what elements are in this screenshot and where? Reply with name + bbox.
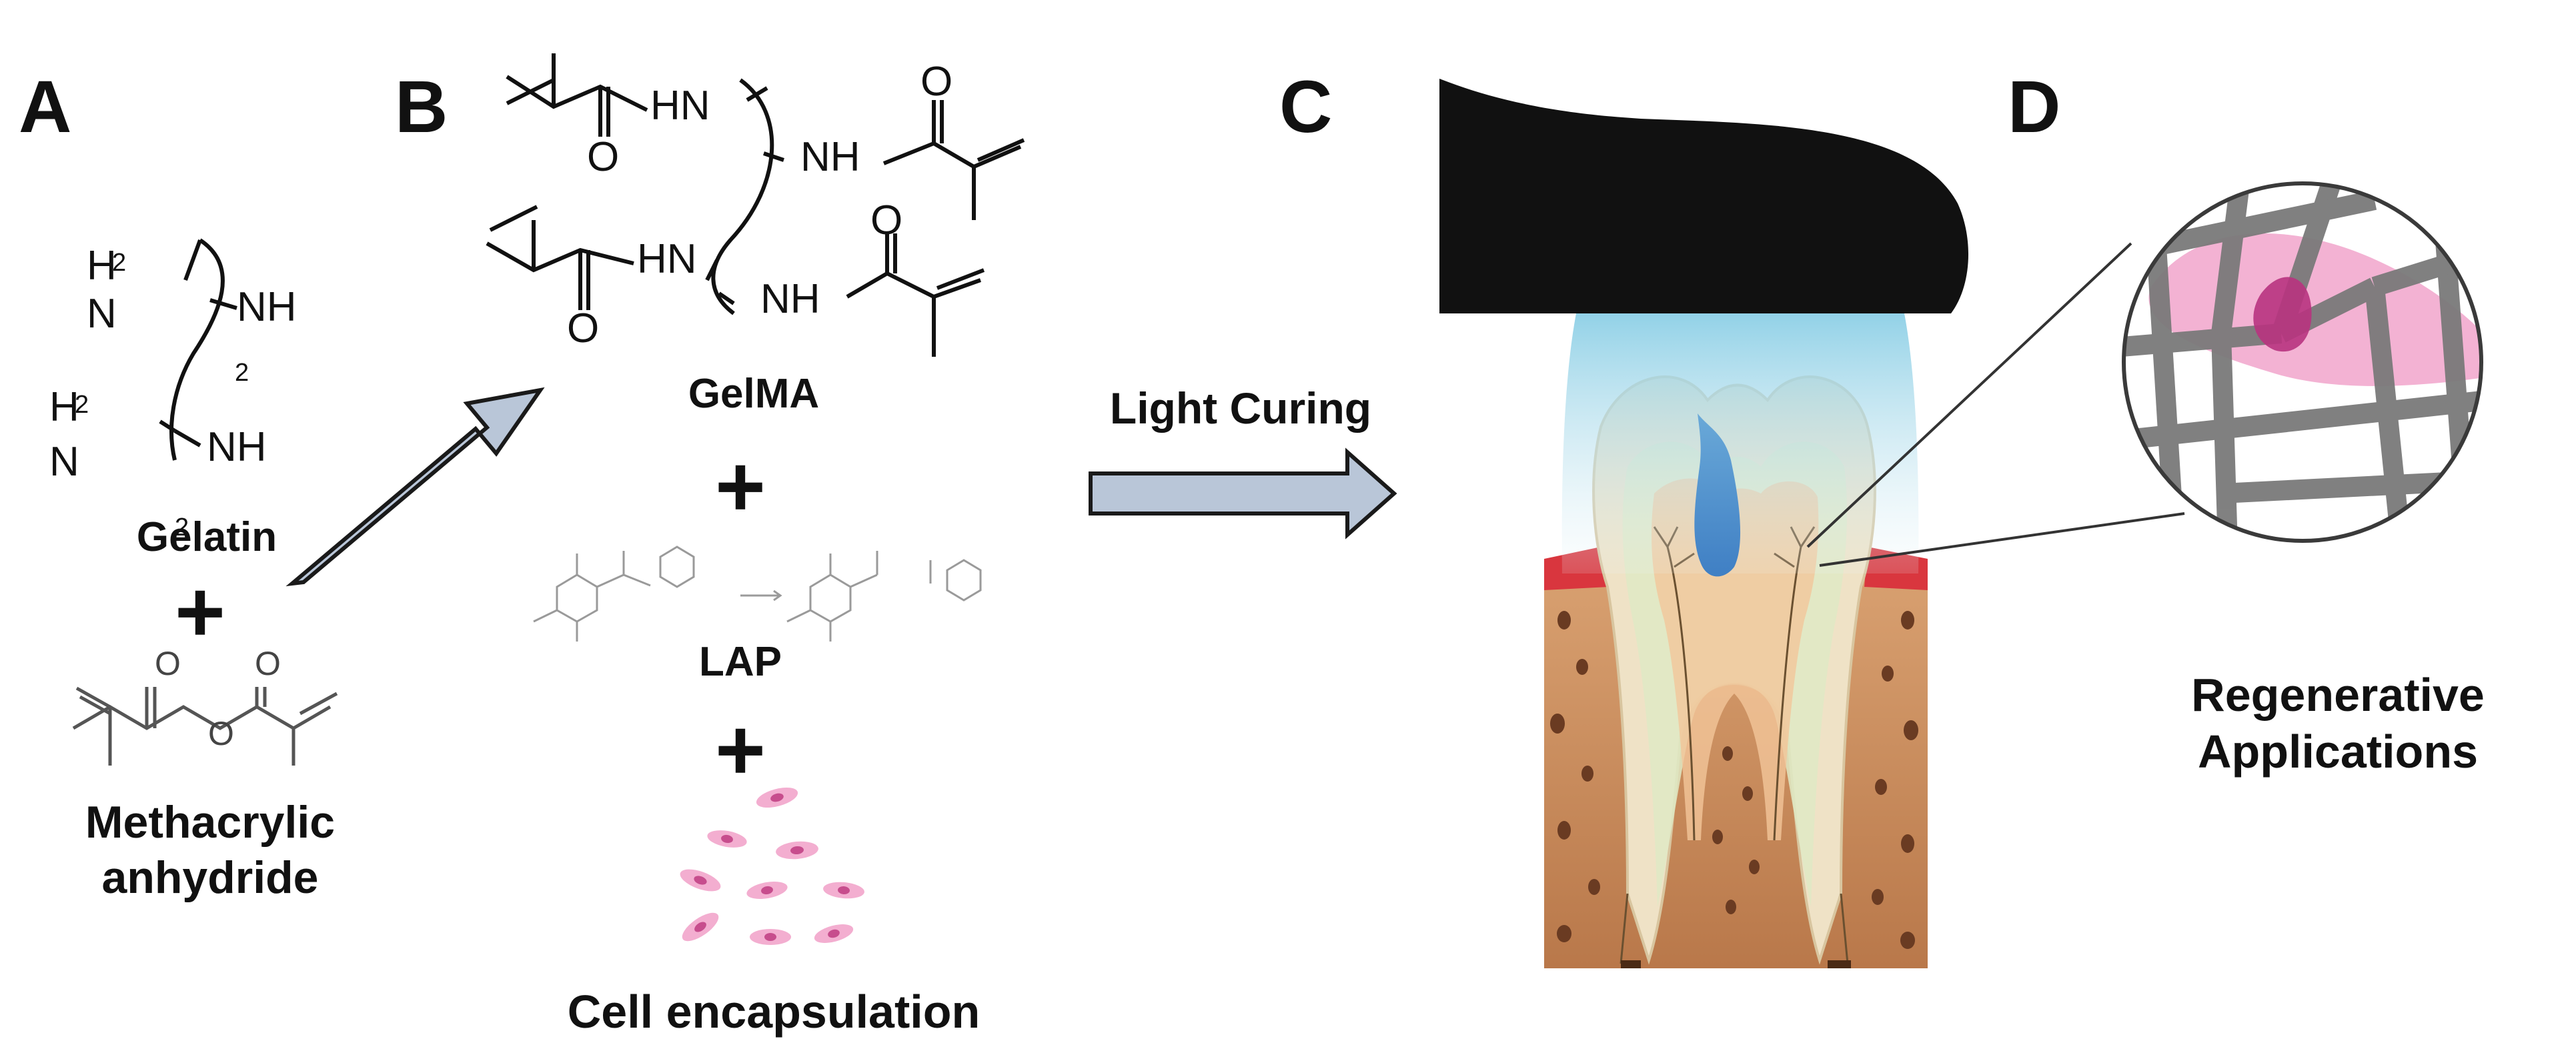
methacrylic-anhydride-structure [72, 686, 338, 766]
methacrylic-anhydride-label: Methacrylic anhydride [85, 797, 336, 903]
gelatin-h2-top-sub: 2 [112, 249, 127, 277]
plus-sign-b2: + [715, 701, 766, 798]
scaffold-magnification [2122, 181, 2483, 543]
gelatin-h2-bottom-sub: 2 [75, 391, 89, 419]
gelatin-n-top: N [87, 291, 117, 337]
zoom-lines [1806, 242, 2185, 567]
gelma-label: GelMA [688, 371, 820, 417]
gelma-hn-top: HN [650, 83, 710, 129]
curing-lamp [1439, 79, 1969, 313]
gelma-nh-upper-right: NH [800, 134, 860, 180]
panel-letter-a: A [19, 66, 72, 148]
cell-encapsulation-label: Cell encapsulation [567, 986, 981, 1038]
gelatin-nh-bottom: NH [207, 424, 267, 470]
anhydride-o-left: O [155, 645, 181, 682]
cell [682, 912, 719, 942]
gelma-nh-lower-right: NH [760, 276, 820, 322]
cell [746, 882, 788, 899]
reaction-arrow-a-to-b [285, 387, 545, 587]
encapsulated-cells [680, 787, 864, 945]
gelatin-nh-top: NH [237, 284, 297, 330]
lap-label: LAP [699, 639, 782, 685]
gelatin-h2-top: H [87, 245, 117, 287]
cell [776, 841, 818, 860]
gelma-hn-lower-left: HN [637, 236, 697, 282]
gelma-o-2: O [920, 59, 953, 105]
panel-letter-c: C [1279, 66, 1333, 148]
gelatin-h2-bottom: H [49, 384, 79, 430]
cell [756, 787, 798, 808]
light-curing-arrow [1089, 447, 1397, 540]
gelatin-label: Gelatin [136, 514, 277, 560]
gelma-structure [486, 53, 1025, 357]
cell [814, 924, 854, 943]
lap-reaction-structure [533, 546, 982, 642]
cell [707, 830, 747, 848]
anhydride-o-center: O [208, 715, 234, 752]
anhydride-o-right: O [255, 645, 281, 682]
gelma-o-4: O [870, 197, 903, 243]
panel-letter-b: B [395, 66, 448, 148]
regenerative-applications-label: Regenerative Applications [2191, 669, 2485, 778]
cell [750, 929, 791, 945]
gelma-o-1: O [587, 134, 620, 180]
gelatin-structure [159, 238, 237, 461]
gelatin-nh-bottom-sub: 2 [175, 513, 189, 542]
plus-sign-a: + [175, 563, 225, 660]
cell [680, 869, 721, 892]
gelatin-n-bottom: N [49, 439, 79, 485]
gelatin-nh-top-sub: 2 [235, 359, 249, 387]
cell [823, 882, 864, 899]
light-curing-label: Light Curing [1109, 383, 1372, 433]
gelma-o-3: O [567, 305, 600, 351]
plus-sign-b1: + [715, 437, 766, 535]
atom-h: H [87, 243, 117, 289]
panel-letter-d: D [2008, 66, 2061, 148]
curing-light-beam [1561, 313, 1919, 577]
